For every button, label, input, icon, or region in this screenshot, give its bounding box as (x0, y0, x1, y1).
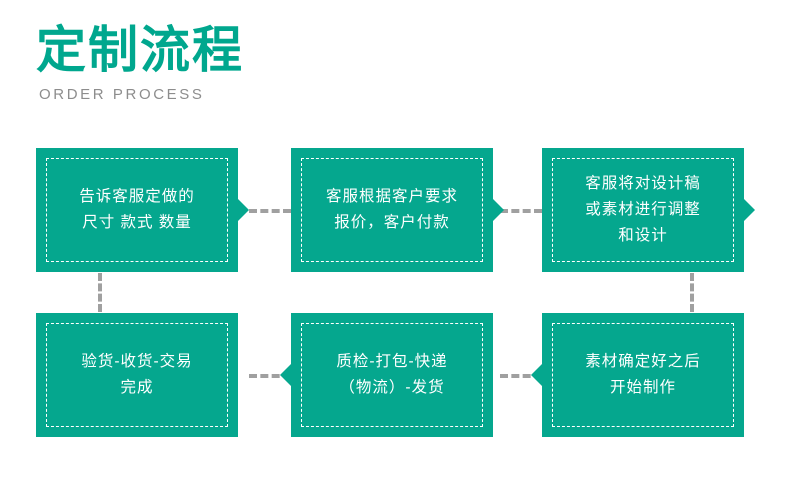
connector-step2-to-step3 (500, 209, 542, 213)
step-3-dashed-border (552, 158, 734, 262)
step-5-arrow-left-icon (280, 364, 291, 386)
header: 定制流程 ORDER PROCESS (36, 22, 436, 103)
connector-step3-to-step6 (690, 273, 694, 312)
step-2-dashed-border (301, 158, 483, 262)
flow-step-1-label: 告诉客服定做的 尺寸 款式 数量 (79, 188, 195, 231)
page-subtitle: ORDER PROCESS (39, 86, 205, 103)
flow-step-3-label: 客服将对设计稿 或素材进行调整 和设计 (585, 175, 701, 244)
step-6-arrow-left-icon (531, 364, 542, 386)
connector-step5-to-step4 (249, 374, 291, 378)
step-4-dashed-border (46, 323, 228, 427)
flow-step-2[interactable]: 客服根据客户要求 报价，客户付款 (291, 148, 504, 272)
page-title: 定制流程 (36, 22, 244, 78)
flow-step-4[interactable]: 验货-收货-交易 完成 (36, 313, 238, 437)
flow-step-6[interactable]: 素材确定好之后 开始制作 (531, 313, 744, 437)
step-1-dashed-border (46, 158, 228, 262)
connector-step1-to-step2 (249, 209, 291, 213)
step-2-arrow-right-icon (493, 199, 504, 221)
step-3-arrow-right-icon (744, 199, 755, 221)
flow-step-5[interactable]: 质检-打包-快递 （物流）-发货 (280, 313, 493, 437)
flow-step-5-label: 质检-打包-快递 （物流）-发货 (336, 353, 448, 396)
step-1-arrow-right-icon (238, 199, 249, 221)
connector-step6-to-step5 (500, 374, 542, 378)
flow-step-3[interactable]: 客服将对设计稿 或素材进行调整 和设计 (542, 148, 755, 272)
flow-step-6-label: 素材确定好之后 开始制作 (585, 353, 701, 396)
flow-step-1[interactable]: 告诉客服定做的 尺寸 款式 数量 (36, 148, 249, 272)
flow-step-4-label: 验货-收货-交易 完成 (81, 353, 193, 396)
flow-step-2-label: 客服根据客户要求 报价，客户付款 (325, 188, 458, 231)
step-6-dashed-border (552, 323, 734, 427)
step-5-dashed-border (301, 323, 483, 427)
connector-step4-to-step1 (98, 273, 102, 312)
